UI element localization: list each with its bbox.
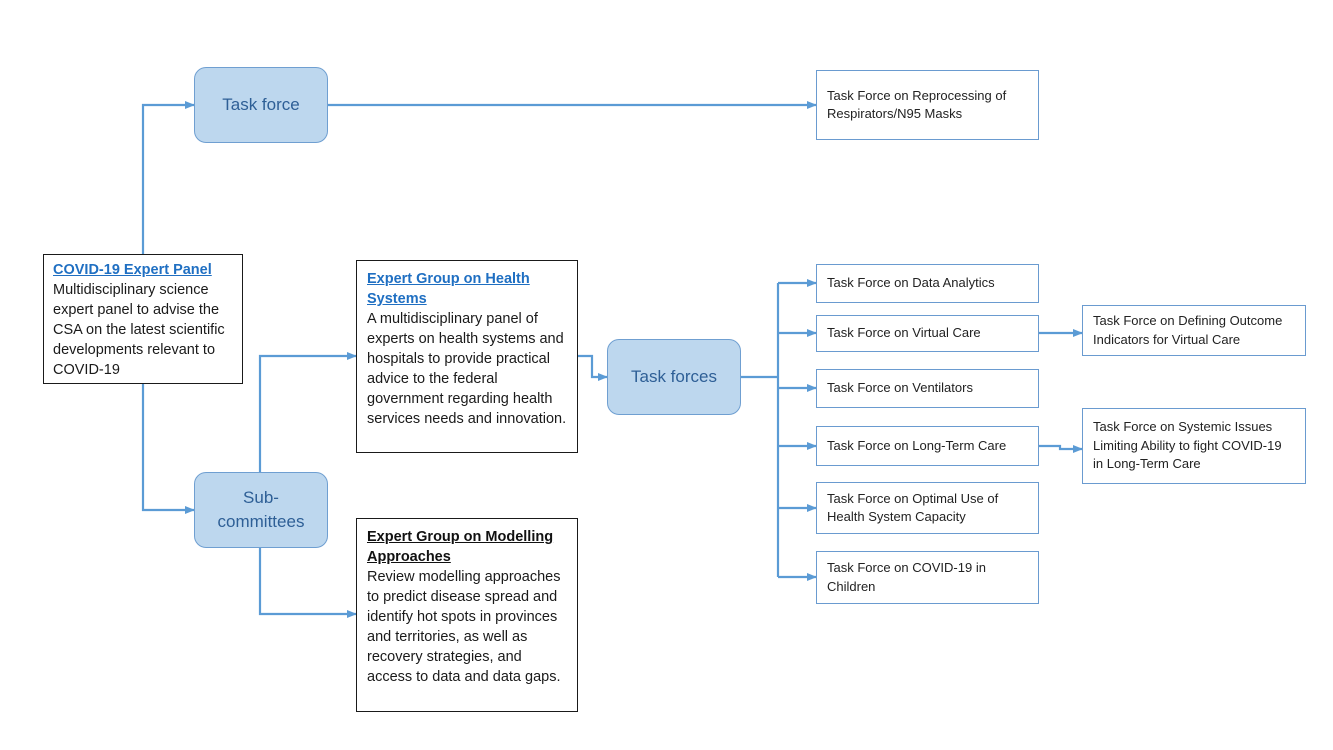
task-force-outcome-indicators-label: Task Force on Defining Outcome Indicator… (1093, 313, 1283, 347)
covid-expert-panel-description: Multidisciplinary science expert panel t… (53, 282, 225, 378)
covid-expert-panel-box: COVID-19 Expert Panel Multidisciplinary … (43, 254, 243, 384)
task-force-optimal-use-box: Task Force on Optimal Use of Health Syst… (816, 482, 1039, 534)
health-systems-group-description: A multidisciplinary panel of experts on … (367, 311, 567, 427)
task-force-systemic-issues-label: Task Force on Systemic Issues Limiting A… (1093, 419, 1282, 472)
task-force-label: Task force (222, 95, 300, 114)
health-systems-group-box: Expert Group on Health Systems A multidi… (356, 260, 578, 453)
subcommittees-label: Sub-committees (217, 488, 305, 531)
task-force-ventilators-box: Task Force on Ventilators (816, 369, 1039, 408)
task-force-reprocessing-box: Task Force on Reprocessing of Respirator… (816, 70, 1039, 140)
task-force-systemic-issues-box: Task Force on Systemic Issues Limiting A… (1082, 408, 1306, 484)
modelling-group-description: Review modelling approaches to predict d… (367, 569, 561, 685)
health-systems-group-title[interactable]: Expert Group on Health Systems (367, 271, 530, 307)
task-force-optimal-use-label: Task Force on Optimal Use of Health Syst… (827, 490, 999, 525)
covid-expert-panel-title[interactable]: COVID-19 Expert Panel (53, 262, 212, 278)
connector-health-systems-to-task-forces (578, 354, 608, 381)
task-force-children-box: Task Force on COVID-19 in Children (816, 551, 1039, 604)
task-force-reprocessing-label: Task Force on Reprocessing of Respirator… (827, 87, 1007, 122)
modelling-group-box: Expert Group on Modelling Approaches Rev… (356, 518, 578, 712)
task-forces-node: Task forces (607, 339, 741, 415)
connector-subcommittees-to-health-systems (258, 352, 357, 472)
task-force-virtual-care-box: Task Force on Virtual Care (816, 315, 1039, 352)
task-force-data-analytics-box: Task Force on Data Analytics (816, 264, 1039, 303)
task-force-long-term-care-box: Task Force on Long-Term Care (816, 426, 1039, 466)
task-force-long-term-care-label: Task Force on Long-Term Care (827, 437, 1007, 453)
connector-long-term-care-to-systemic (1039, 444, 1083, 453)
task-force-node: Task force (194, 67, 328, 143)
task-force-outcome-indicators-box: Task Force on Defining Outcome Indicator… (1082, 305, 1306, 356)
connector-panel-to-task-force (141, 101, 195, 254)
task-forces-label: Task forces (631, 367, 717, 386)
task-force-virtual-care-label: Task Force on Virtual Care (827, 325, 981, 341)
task-force-ventilators-label: Task Force on Ventilators (827, 380, 973, 396)
task-force-data-analytics-label: Task Force on Data Analytics (827, 275, 995, 291)
connector-subcommittees-to-modelling (258, 548, 357, 618)
task-force-children-label: Task Force on COVID-19 in Children (827, 560, 986, 594)
connector-panel-to-subcommittees (141, 384, 195, 514)
subcommittees-node: Sub-committees (194, 472, 328, 548)
modelling-group-title: Expert Group on Modelling Approaches (367, 529, 554, 565)
